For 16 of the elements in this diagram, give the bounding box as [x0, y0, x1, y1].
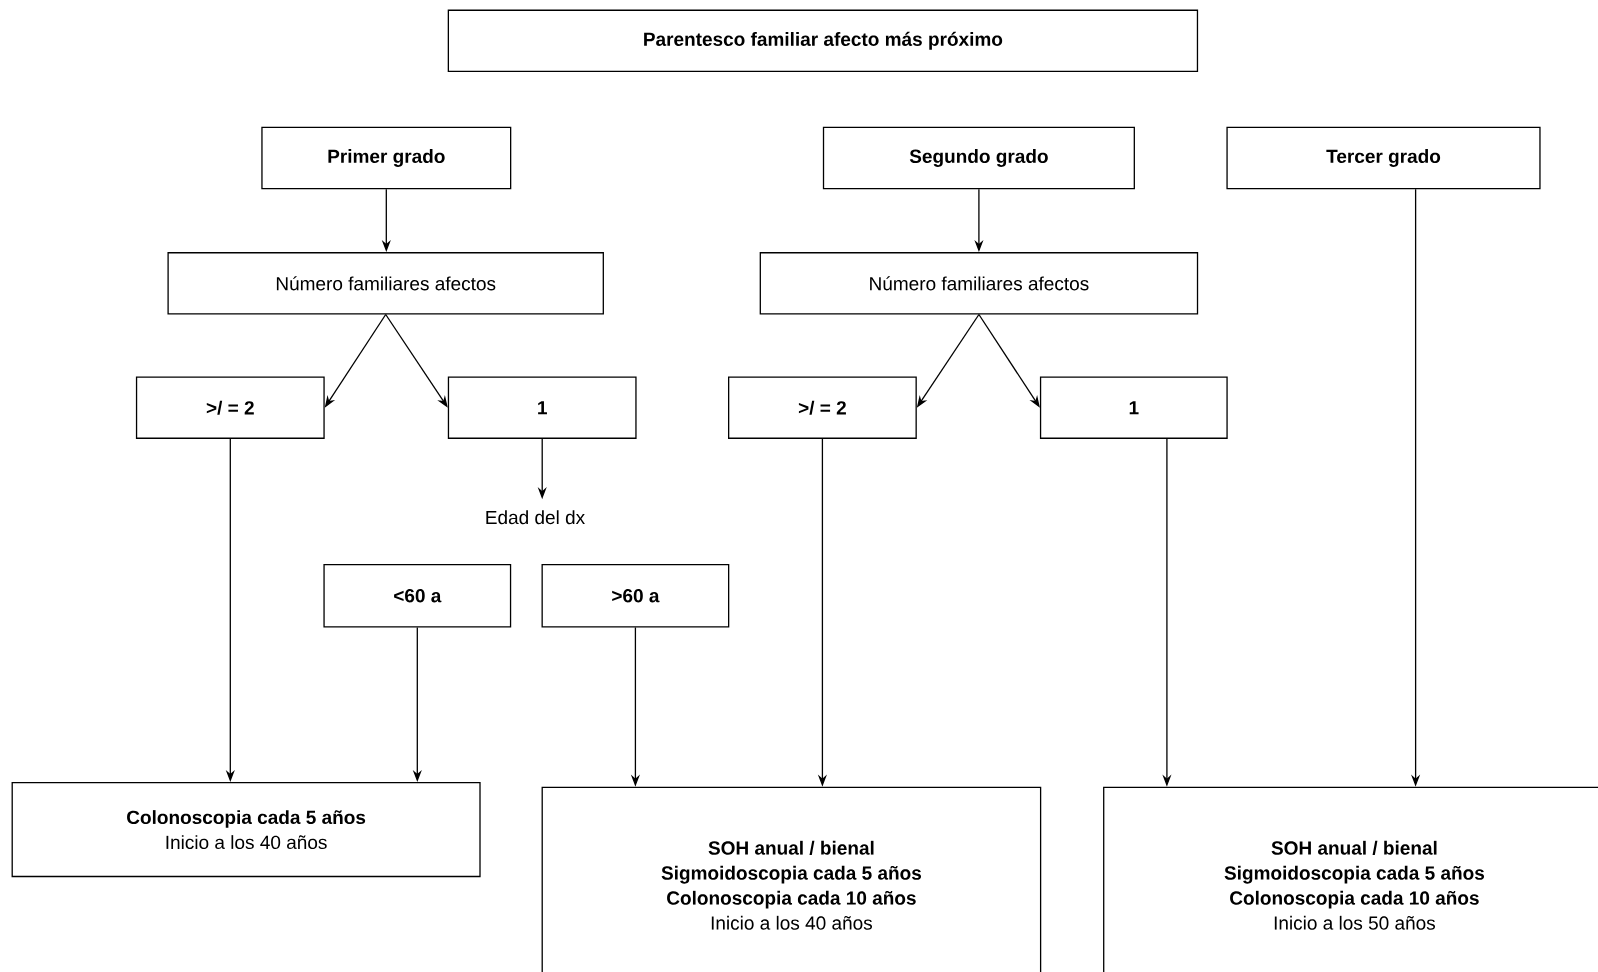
process-box: SOH anual / bienal Sigmoidoscopia cada 5 años Colonoscopia cada 10 años Inicio a los 50 años [1103, 786, 1598, 972]
process-box: >/ = 2 [135, 376, 325, 439]
process-box: SOH anual / bienal Sigmoidoscopia cada 5 años Colonoscopia cada 10 años Inicio a los 40 años [541, 786, 1042, 972]
process-box: Número familiares afectos [167, 252, 604, 315]
process-box: Tercer grado [1226, 126, 1541, 190]
process-box: Parentesco familiar afecto más próximo [447, 9, 1199, 72]
process-box: <60 a [323, 563, 512, 628]
process-box: Primer grado [261, 126, 512, 190]
process-box: >60 a [541, 563, 730, 628]
process-box: 1 [447, 376, 637, 439]
process-box: Segundo grado [822, 126, 1135, 190]
process-box: >/ = 2 [728, 376, 917, 439]
process-box: Colonoscopia cada 5 años Inicio a los 40 años [11, 782, 481, 878]
process-box: Número familiares afectos [759, 252, 1199, 315]
process-box: 1 [1039, 376, 1228, 439]
node-label: Edad del dx [486, 510, 585, 525]
